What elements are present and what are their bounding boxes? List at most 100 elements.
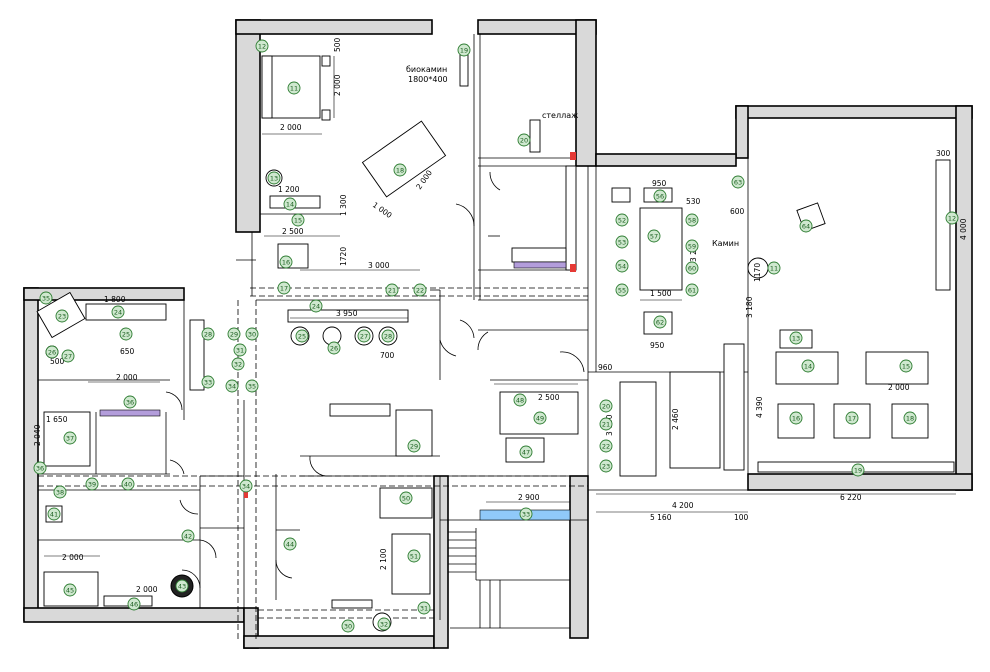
room-label-badge: 38 bbox=[53, 485, 67, 499]
wardrobe-hanger bbox=[511, 247, 567, 263]
room-label-badge: 13 bbox=[267, 171, 281, 185]
svg-text:37: 37 bbox=[66, 435, 74, 443]
kitchen-island bbox=[619, 381, 657, 477]
svg-text:34: 34 bbox=[242, 483, 250, 491]
bed-small bbox=[43, 411, 91, 467]
room-label-badge: 17 bbox=[277, 281, 291, 295]
svg-text:28: 28 bbox=[204, 331, 212, 339]
room-label-badge: 14 bbox=[283, 197, 297, 211]
svg-text:2 000: 2 000 bbox=[280, 123, 302, 132]
svg-text:58: 58 bbox=[688, 217, 696, 225]
room-label-badge: 37 bbox=[63, 431, 77, 445]
svg-text:500: 500 bbox=[333, 37, 342, 52]
svg-text:3 180: 3 180 bbox=[745, 296, 754, 318]
dashed-beams bbox=[38, 287, 588, 640]
svg-text:3 000: 3 000 bbox=[368, 261, 390, 270]
room-label-badge: 15 bbox=[291, 213, 305, 227]
svg-text:5 160: 5 160 bbox=[650, 513, 672, 522]
svg-text:2 100: 2 100 bbox=[379, 548, 388, 570]
svg-text:15: 15 bbox=[902, 363, 910, 371]
sofa-living-2 bbox=[865, 351, 929, 385]
svg-text:38: 38 bbox=[56, 489, 64, 497]
svg-text:52: 52 bbox=[618, 217, 626, 225]
svg-text:650: 650 bbox=[120, 347, 135, 356]
wall-living-east bbox=[955, 105, 973, 491]
tv-cabinet bbox=[935, 159, 951, 291]
room-label-badge: 59 bbox=[685, 239, 699, 253]
wardrobe-east bbox=[565, 165, 577, 271]
room-label-badge: 56 bbox=[653, 189, 667, 203]
svg-text:960: 960 bbox=[598, 363, 613, 372]
room-label-badge: 15 bbox=[899, 359, 913, 373]
room-label-badge: 55 bbox=[615, 283, 629, 297]
svg-text:33: 33 bbox=[204, 379, 212, 387]
svg-text:2 500: 2 500 bbox=[282, 227, 304, 236]
svg-text:57: 57 bbox=[650, 233, 658, 241]
svg-text:24: 24 bbox=[114, 309, 122, 317]
room-label-badge: 14 bbox=[801, 359, 815, 373]
svg-text:51: 51 bbox=[410, 553, 418, 561]
wall-living-south bbox=[747, 473, 973, 491]
note-biokamin-size: 1800*400 bbox=[408, 75, 448, 84]
svg-text:13: 13 bbox=[270, 175, 278, 183]
svg-text:29: 29 bbox=[410, 443, 418, 451]
svg-text:17: 17 bbox=[848, 415, 856, 423]
svg-text:16: 16 bbox=[792, 415, 800, 423]
svg-text:11: 11 bbox=[290, 85, 298, 93]
room-label-badge: 34 bbox=[239, 479, 253, 493]
svg-text:19: 19 bbox=[460, 47, 468, 55]
svg-text:45: 45 bbox=[66, 587, 74, 595]
dining-table bbox=[639, 207, 683, 291]
svg-text:13: 13 bbox=[792, 335, 800, 343]
svg-text:48: 48 bbox=[516, 397, 524, 405]
svg-text:2 000: 2 000 bbox=[62, 553, 84, 562]
shower bbox=[391, 533, 431, 595]
svg-text:21: 21 bbox=[602, 421, 610, 429]
room-label-badge: 36 bbox=[123, 395, 137, 409]
svg-text:4 200: 4 200 bbox=[672, 501, 694, 510]
svg-text:33: 33 bbox=[522, 511, 530, 519]
room-label-badge: 28 bbox=[201, 327, 215, 341]
room-label-badge: 40 bbox=[121, 477, 135, 491]
svg-text:30: 30 bbox=[344, 623, 352, 631]
room-label-badge: 35 bbox=[245, 379, 259, 393]
svg-text:40: 40 bbox=[124, 481, 132, 489]
svg-text:100: 100 bbox=[734, 513, 749, 522]
svg-text:11: 11 bbox=[770, 265, 778, 273]
room-label-badge: 48 bbox=[513, 393, 527, 407]
svg-text:32: 32 bbox=[234, 361, 242, 369]
svg-text:500: 500 bbox=[50, 357, 65, 366]
svg-text:35: 35 bbox=[248, 383, 256, 391]
svg-text:23: 23 bbox=[602, 463, 610, 471]
room-label-badge: 16 bbox=[279, 255, 293, 269]
svg-text:3 950: 3 950 bbox=[336, 309, 358, 318]
svg-text:1 650: 1 650 bbox=[46, 415, 68, 424]
svg-text:64: 64 bbox=[802, 223, 810, 231]
svg-text:14: 14 bbox=[286, 201, 294, 209]
svg-text:6 220: 6 220 bbox=[840, 493, 862, 502]
svg-text:63: 63 bbox=[734, 179, 742, 187]
cabinet-left bbox=[189, 319, 205, 391]
room-label-badge: 19 bbox=[457, 43, 471, 57]
wall-living-nw bbox=[735, 105, 749, 159]
room-label-badge: 36 bbox=[33, 461, 47, 475]
room-label-badge: 31 bbox=[233, 343, 247, 357]
room-label-badge: 44 bbox=[283, 537, 297, 551]
kitchen-counter bbox=[669, 371, 721, 469]
wall-left-west bbox=[23, 287, 39, 621]
svg-text:2 000: 2 000 bbox=[116, 373, 138, 382]
svg-text:12: 12 bbox=[258, 43, 266, 51]
svg-text:35: 35 bbox=[42, 295, 50, 303]
kitchen-cabinets bbox=[723, 343, 745, 471]
sideboard bbox=[287, 309, 409, 323]
svg-text:950: 950 bbox=[650, 341, 665, 350]
room-label-badge: 47 bbox=[519, 445, 533, 459]
svg-text:300: 300 bbox=[936, 149, 951, 158]
svg-text:2 000: 2 000 bbox=[333, 74, 342, 96]
svg-text:2 000: 2 000 bbox=[888, 383, 910, 392]
room-label-badge: 30 bbox=[341, 619, 355, 633]
room-label-badge: 39 bbox=[85, 477, 99, 491]
room-label-badge: 13 bbox=[789, 331, 803, 345]
